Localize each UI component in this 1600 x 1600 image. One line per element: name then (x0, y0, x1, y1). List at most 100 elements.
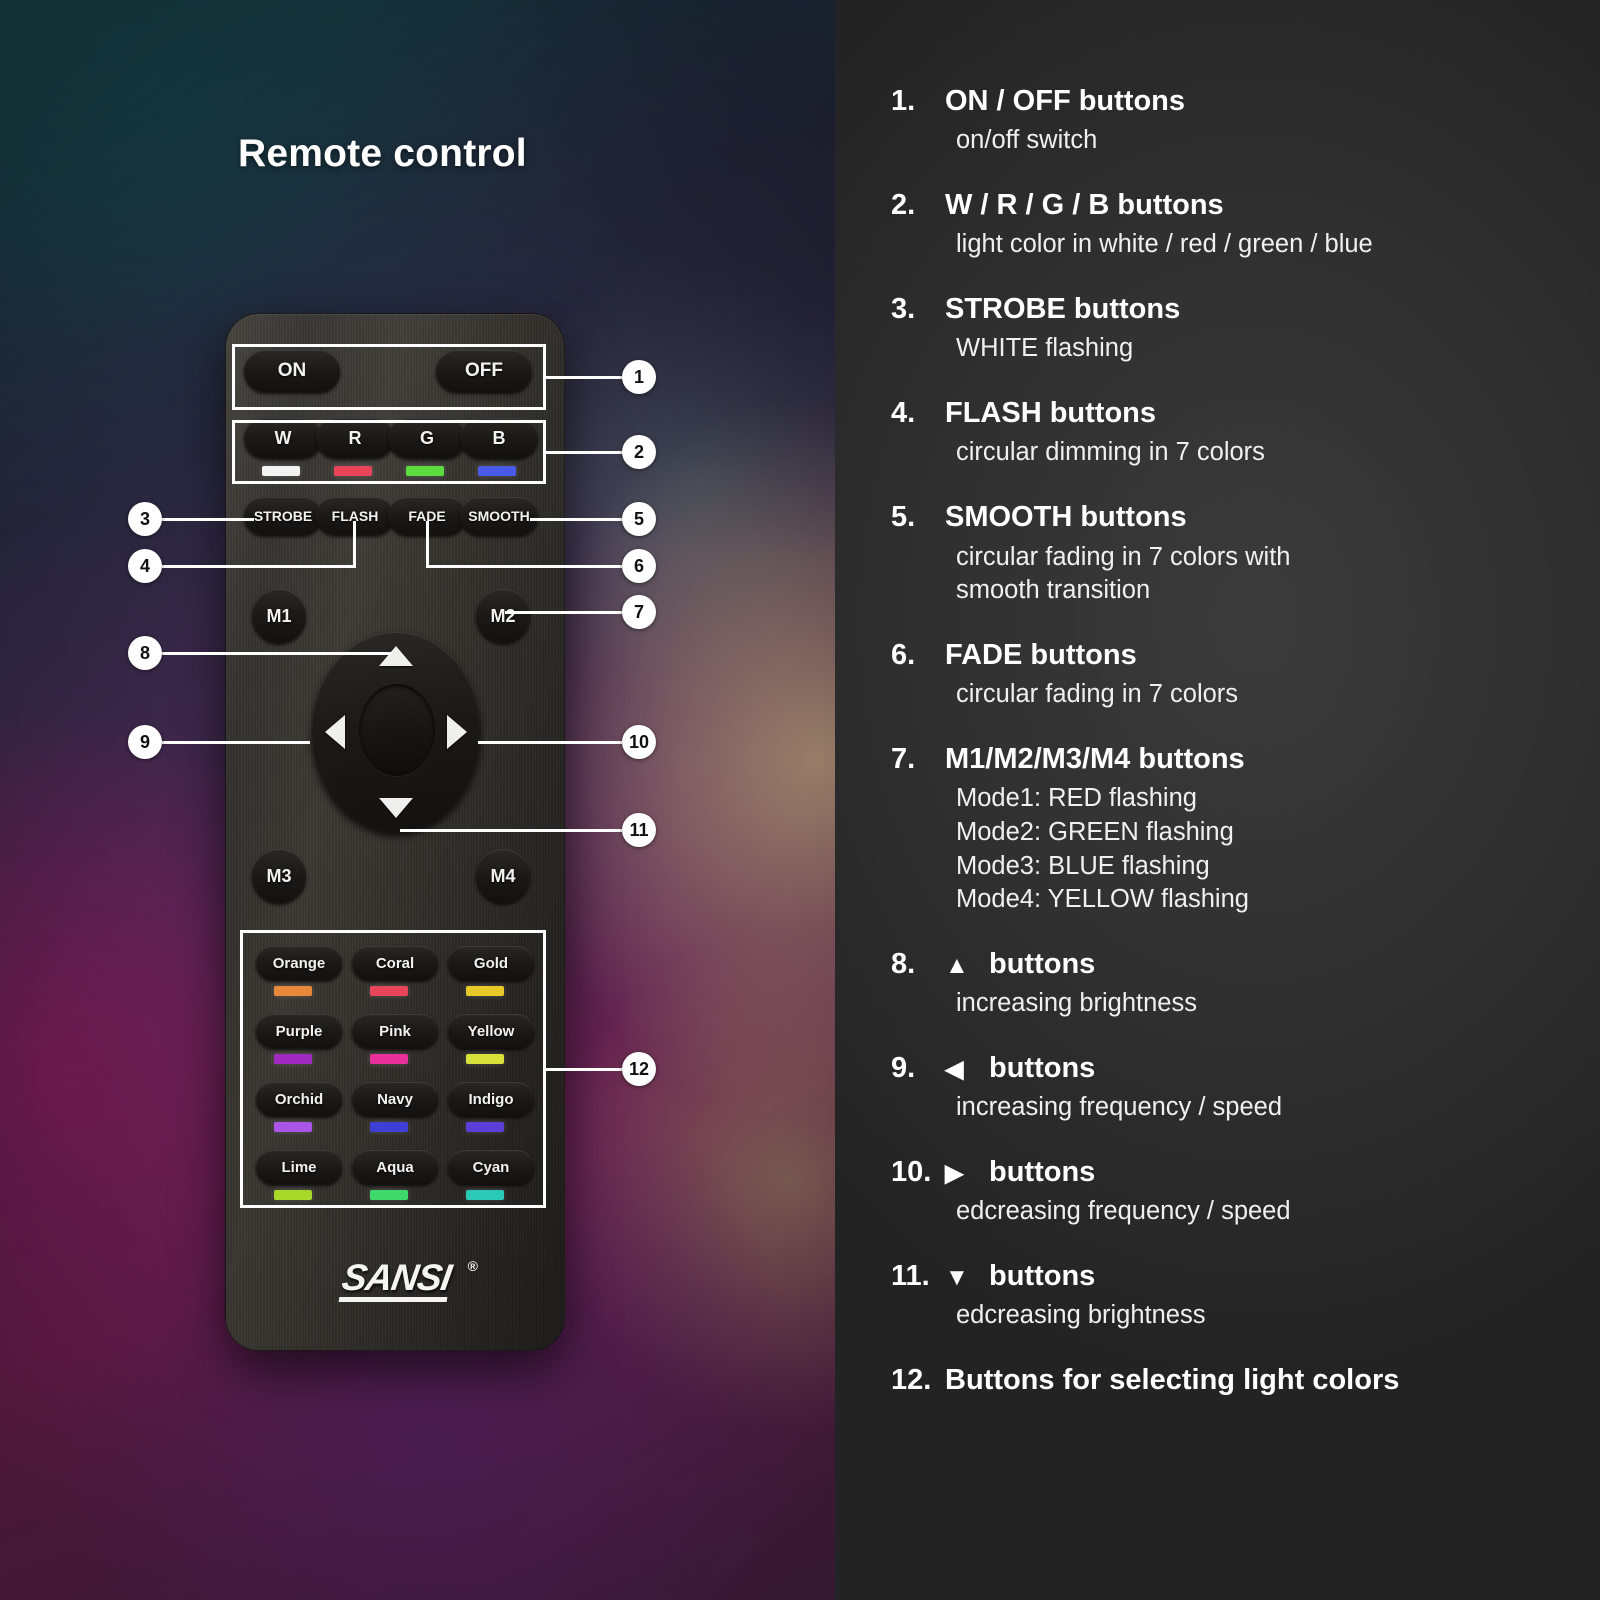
color-chip-yellow (466, 1054, 504, 1064)
legend-item-8-title: buttons (989, 947, 1096, 980)
legend-item-7-title: M1/M2/M3/M4 buttons (945, 742, 1245, 775)
legend-item-8-line-1: increasing brightness (956, 989, 1197, 1018)
sansi-logo: SANSI ® (304, 1256, 488, 1304)
legend-item-6-number: 6. (891, 638, 916, 671)
legend-item-11-head: 11. ▼ buttons (891, 1259, 1566, 1294)
callout-line-3 (162, 518, 254, 521)
color-button-pink[interactable]: Pink (352, 1014, 438, 1048)
b-button[interactable]: B (460, 418, 538, 458)
color-chip-orchid (274, 1122, 312, 1132)
color-chip-coral (370, 986, 408, 996)
legend-item-11-title: buttons (989, 1259, 1096, 1292)
on-button[interactable]: ON (244, 350, 340, 392)
off-button[interactable]: OFF (436, 350, 532, 392)
w-button[interactable]: W (244, 418, 322, 458)
legend-item-5: 5.SMOOTH buttons circular fading in 7 co… (891, 500, 1566, 608)
color-button-orange[interactable]: Orange (256, 946, 342, 980)
m4-button[interactable]: M4 (476, 849, 530, 903)
dpad-right-arrow-icon[interactable] (447, 715, 467, 749)
callout-line-12 (546, 1068, 622, 1071)
callout-badge-6: 6 (622, 549, 656, 583)
color-button-cyan[interactable]: Cyan (448, 1150, 534, 1184)
legend-item-10-number: 10. (891, 1155, 932, 1188)
registered-trademark-icon: ® (467, 1258, 478, 1274)
legend-item-4-line-1: circular dimming in 7 colors (956, 438, 1265, 467)
dpad-ring (312, 632, 480, 832)
color-button-orchid[interactable]: Orchid (256, 1082, 342, 1116)
legend-item-5-head: 5.SMOOTH buttons (891, 500, 1566, 535)
page-title: Remote control (238, 132, 527, 175)
callout-line-6 (426, 565, 622, 568)
callout-line-1 (546, 376, 622, 379)
callout-vline-4 (353, 521, 356, 567)
m2-button[interactable]: M2 (476, 589, 530, 643)
m3-button[interactable]: M3 (252, 849, 306, 903)
color-chip-indigo (466, 1122, 504, 1132)
callout-badge-2: 2 (622, 435, 656, 469)
color-button-indigo[interactable]: Indigo (448, 1082, 534, 1116)
up-arrow-icon: ▲ (945, 951, 969, 979)
legend-panel: 1.ON / OFF buttons on/off switch 2.W / R… (835, 0, 1600, 1600)
callout-line-8 (162, 652, 392, 655)
m1-button[interactable]: M1 (252, 589, 306, 643)
legend-item-4-head: 4. FLASH buttons (891, 396, 1566, 431)
legend-item-4: 4. FLASH buttons circular dimming in 7 co… (891, 396, 1566, 470)
callout-badge-4: 4 (128, 549, 162, 583)
legend-item-11-number: 11. (891, 1259, 930, 1292)
callout-badge-5: 5 (622, 502, 656, 536)
legend-item-9-desc: increasing frequency / speed (956, 1091, 1566, 1125)
color-button-yellow[interactable]: Yellow (448, 1014, 534, 1048)
legend-item-9-line-1: increasing frequency / speed (956, 1093, 1283, 1122)
color-chip-gold (466, 986, 504, 996)
legend-item-7-desc: Mode1: RED flashing Mode2: GREEN flashin… (956, 782, 1566, 917)
strobe-button[interactable]: STROBE (244, 497, 322, 535)
legend-item-4-title: FLASH buttons (945, 397, 1157, 430)
color-button-purple[interactable]: Purple (256, 1014, 342, 1048)
color-button-coral[interactable]: Coral (352, 946, 438, 980)
callout-badge-10: 10 (622, 725, 656, 759)
smooth-button[interactable]: SMOOTH (460, 497, 538, 535)
legend-item-7-head: 7.M1/M2/M3/M4 buttons (891, 742, 1566, 777)
dpad-down-arrow-icon[interactable] (379, 798, 413, 818)
legend-item-7: 7.M1/M2/M3/M4 buttons Mode1: RED flashin… (891, 742, 1566, 917)
legend-item-3: 3.STROBE buttons WHITE flashing (891, 292, 1566, 366)
legend-item-8-head: 8. ▲ buttons (891, 947, 1566, 982)
legend-item-6-line-1: circular fading in 7 colors (956, 680, 1239, 709)
remote-illustration-panel: Remote control ON OFF W R G B STROBE FLA… (0, 0, 835, 1600)
legend-item-2: 2.W / R / G / B buttons light color in w… (891, 188, 1566, 262)
legend-item-3-title: STROBE buttons (945, 293, 1181, 326)
r-button[interactable]: R (316, 418, 394, 458)
r-color-chip (334, 466, 372, 476)
color-chip-pink (370, 1054, 408, 1064)
legend-item-6-title: FADE buttons (945, 638, 1137, 671)
legend-item-4-number: 4. (891, 397, 916, 430)
legend-item-9-head: 9.◀buttons (891, 1051, 1566, 1086)
down-arrow-icon: ▼ (945, 1263, 969, 1291)
legend-item-2-desc: light color in white / red / green / blu… (956, 228, 1566, 262)
color-button-navy[interactable]: Navy (352, 1082, 438, 1116)
g-button[interactable]: G (388, 418, 466, 458)
legend-item-5-line-1: circular fading in 7 colors with (956, 542, 1291, 571)
color-button-gold[interactable]: Gold (448, 946, 534, 980)
color-chip-purple (274, 1054, 312, 1064)
dpad-center-button[interactable] (359, 684, 435, 776)
dpad-left-arrow-icon[interactable] (325, 715, 345, 749)
legend-item-1: 1.ON / OFF buttons on/off switch (891, 84, 1566, 158)
callout-line-2 (546, 451, 622, 454)
legend-item-9-number: 9. (891, 1051, 916, 1084)
legend-item-6-desc: circular fading in 7 colors (956, 678, 1566, 712)
legend-item-1-number: 1. (891, 85, 916, 117)
color-button-lime[interactable]: Lime (256, 1150, 342, 1184)
dpad-up-arrow-icon[interactable] (379, 646, 413, 666)
callout-vline-6 (426, 521, 429, 567)
callout-line-11 (400, 829, 622, 832)
callout-line-10 (478, 741, 622, 744)
callout-line-5 (530, 518, 622, 521)
callout-badge-3: 3 (128, 502, 162, 536)
legend-item-5-line-2: smooth transition (956, 576, 1151, 605)
legend-item-10-desc: edcreasing frequency / speed (956, 1195, 1566, 1229)
color-button-aqua[interactable]: Aqua (352, 1150, 438, 1184)
legend-item-8-number: 8. (891, 947, 916, 980)
callout-badge-11: 11 (622, 813, 656, 847)
